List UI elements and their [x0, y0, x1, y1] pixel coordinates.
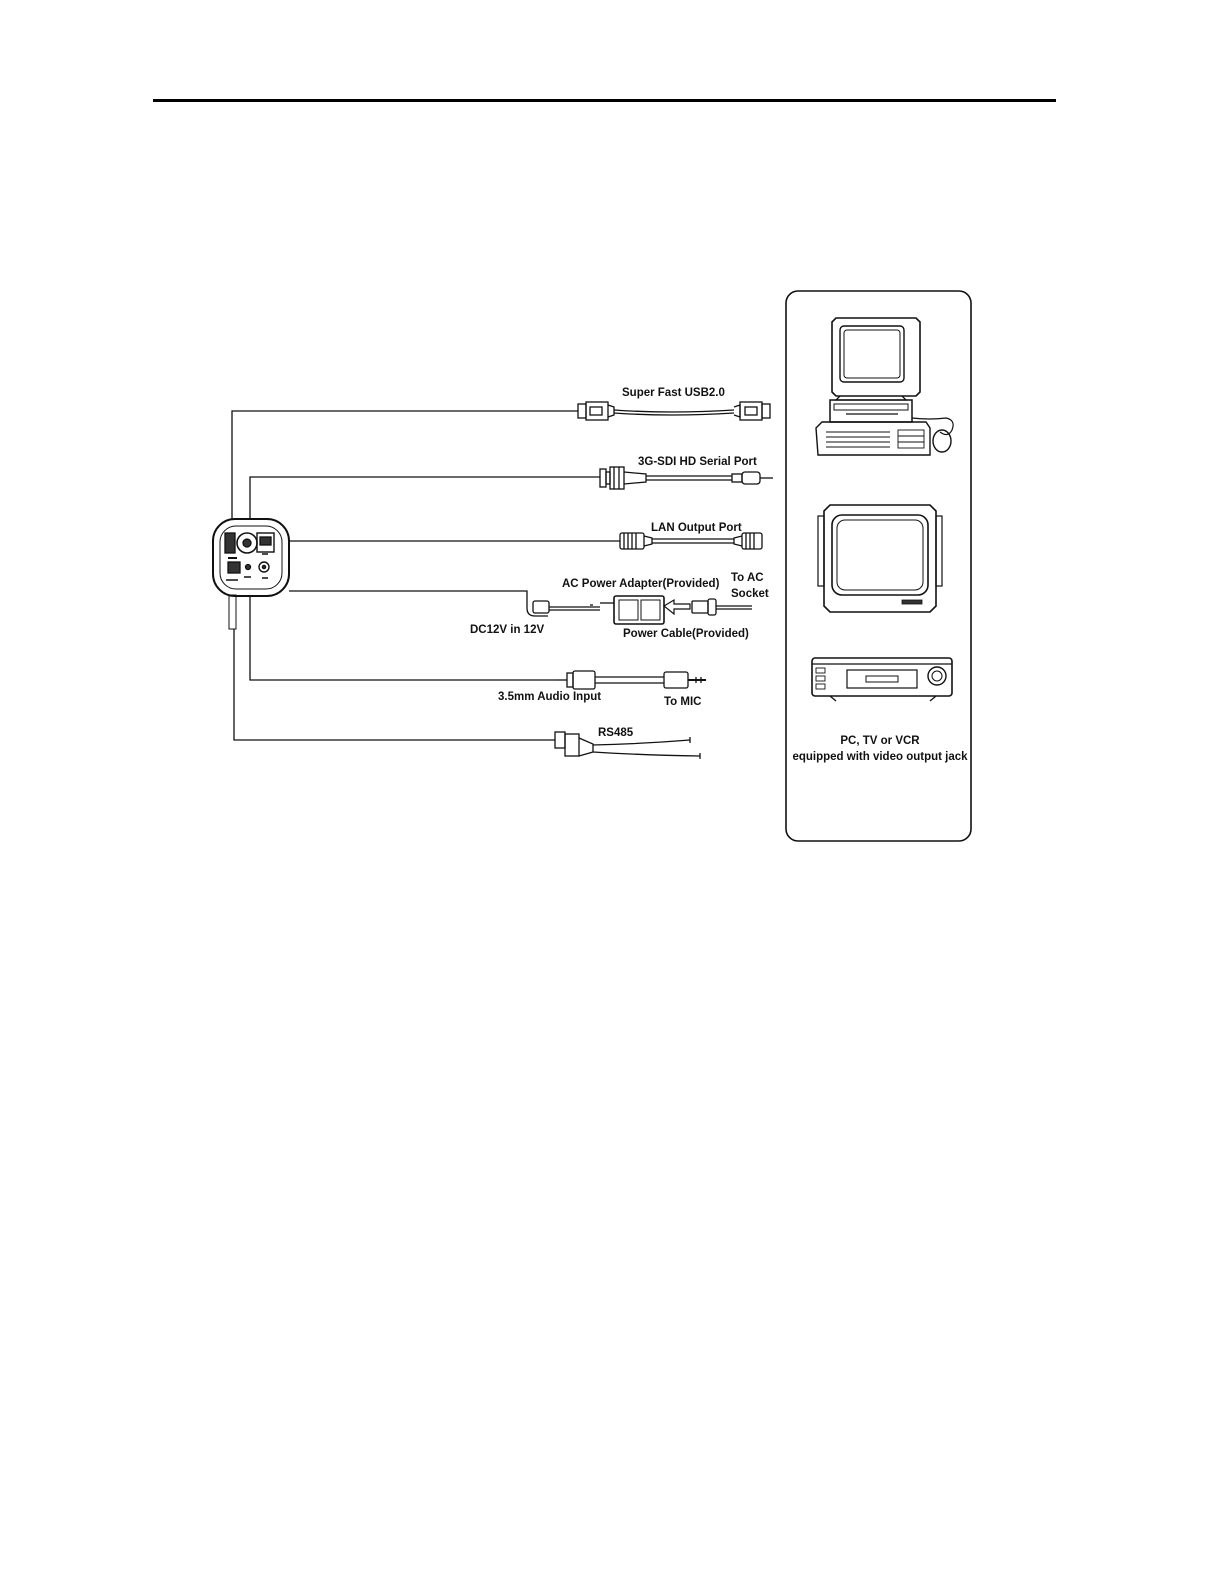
- devices-caption-line2: equipped with video output jack: [792, 751, 968, 763]
- sdi-label: 3G-SDI HD Serial Port: [638, 456, 757, 468]
- audio-input-label: 3.5mm Audio Input: [498, 691, 601, 703]
- usb-port-icon: [225, 533, 235, 553]
- camera-rear-panel: [213, 519, 289, 629]
- audio-port-icon: [246, 565, 251, 570]
- arrow-left-icon: [664, 600, 690, 614]
- to-mic-label: To MIC: [664, 696, 701, 708]
- devices-caption-line1: PC, TV or VCR: [840, 735, 920, 747]
- rs485-label: RS485: [598, 727, 634, 739]
- devices-panel: PC, TV or VCR equipped with video output…: [786, 291, 971, 841]
- audio-cable: [557, 671, 706, 689]
- ac-adapter-label: AC Power Adapter(Provided): [562, 578, 720, 590]
- tv-monitor-icon: [818, 505, 942, 612]
- vcr-icon: [812, 658, 952, 701]
- computer-icon: [816, 318, 953, 455]
- rs485-terminal-icon: [228, 562, 240, 573]
- to-ac-label-line1: To AC: [731, 572, 764, 584]
- dc-input-label: DC12V in 12V: [470, 624, 544, 636]
- sdi-cable: [600, 467, 773, 489]
- power-adapter: [527, 596, 752, 624]
- cable-labels: Super Fast USB2.0 3G-SDI HD Serial Port …: [470, 387, 769, 739]
- lan-cable: [620, 533, 762, 549]
- usb-cable: [578, 402, 770, 420]
- to-ac-label-line2: Socket: [731, 588, 769, 600]
- lan-label: LAN Output Port: [651, 522, 742, 534]
- power-cable-label: Power Cable(Provided): [623, 628, 749, 640]
- usb-label: Super Fast USB2.0: [622, 387, 725, 399]
